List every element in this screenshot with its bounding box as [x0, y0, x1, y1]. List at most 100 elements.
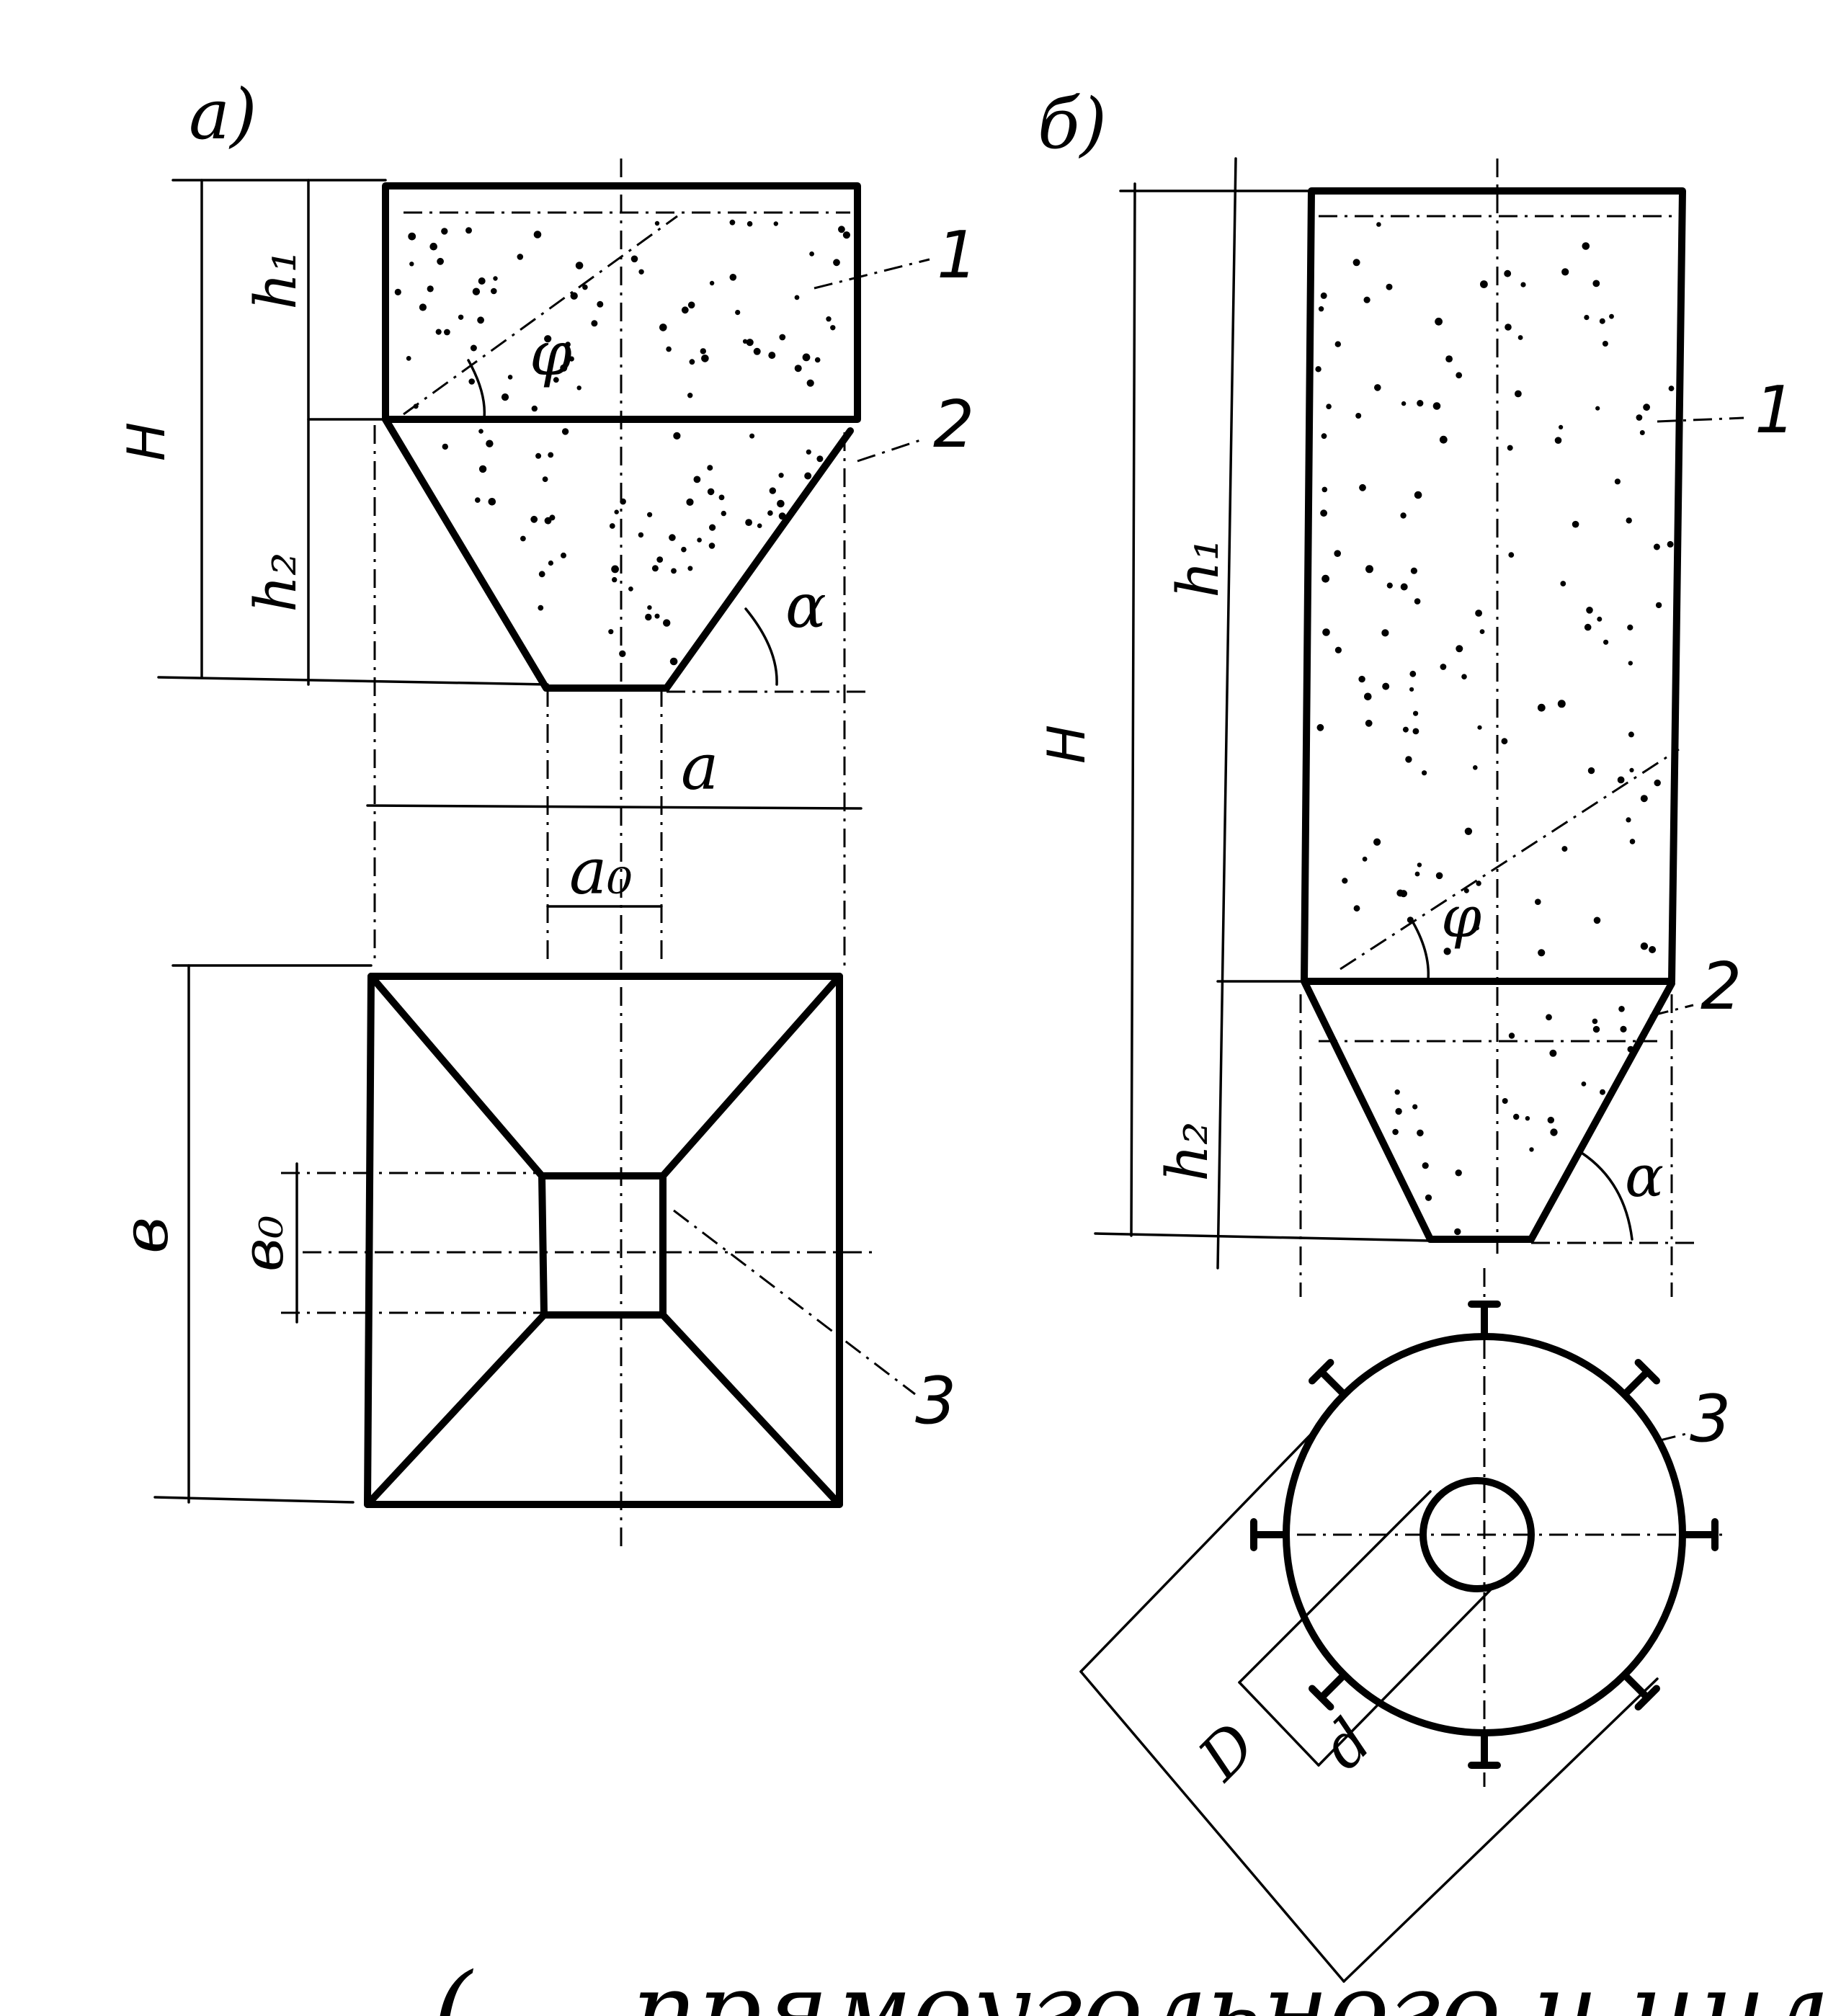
panel-b-plan: D d 3 — [1079, 1268, 1731, 1983]
callout-1-a: 1 — [937, 218, 978, 293]
stipple-dot — [1626, 517, 1632, 524]
stipple-dot — [630, 255, 638, 263]
stipple-dot — [809, 251, 814, 257]
stipple-dot — [611, 565, 619, 574]
stipple-dot — [582, 284, 588, 290]
stipple-dot — [1381, 629, 1389, 637]
stipple-dot — [1504, 269, 1512, 277]
stipple-dot — [779, 334, 786, 341]
stipple-dot — [1609, 313, 1614, 319]
plan-outlet-a — [538, 1172, 667, 1319]
stipple-dot — [681, 546, 687, 553]
callout-1-b: 1 — [1755, 373, 1796, 448]
stipple-dot — [1628, 731, 1634, 738]
stipple-dot — [1455, 1169, 1462, 1177]
stipple-dot — [413, 403, 419, 409]
stipple-dot — [1560, 581, 1566, 586]
stipple-dot — [1587, 767, 1595, 775]
stipple-dot — [619, 650, 626, 657]
label-H-b: H — [1036, 725, 1097, 764]
stipple-dot — [575, 262, 584, 269]
stipple-dot — [553, 377, 559, 383]
label-h1-b: h₁ — [1164, 538, 1231, 598]
stipple-dot — [707, 465, 713, 471]
stipple-dot — [570, 292, 578, 300]
label-b: в — [108, 1217, 182, 1254]
label-D: D — [1184, 1709, 1269, 1794]
stipple-dot — [435, 329, 442, 335]
stipple-dot — [1620, 1025, 1627, 1032]
stipple-dot — [1461, 674, 1467, 679]
stipple-dot — [427, 285, 434, 293]
stipple-dot — [1628, 661, 1633, 666]
stipple-dot — [1627, 1045, 1634, 1053]
stipple-dot — [777, 499, 785, 508]
stipple-dot — [597, 300, 604, 308]
stipple-dot — [1603, 639, 1609, 645]
stipple-dot — [458, 314, 464, 320]
stipple-dot — [1515, 390, 1522, 398]
stipple-dot — [1402, 726, 1409, 733]
stipple-dot — [1655, 602, 1662, 609]
stipple-dot — [544, 335, 552, 343]
stipple-dot — [1405, 756, 1412, 763]
stipple-dot — [1636, 414, 1643, 421]
stipple-dot — [693, 476, 701, 483]
stipple-dot — [1440, 664, 1447, 670]
stipple-dot — [441, 228, 448, 235]
stipple-dot — [1322, 628, 1330, 636]
stipple-dot — [814, 357, 821, 363]
stipple-dot — [475, 497, 481, 503]
panel-a-plan: в в₀ 3 — [108, 964, 956, 1508]
stipple-dot — [1316, 723, 1324, 731]
stipple-dot — [1614, 478, 1621, 485]
stipple-dot — [1326, 403, 1332, 409]
stipple-dot — [638, 269, 644, 275]
panel-a: а) H h₁ h₂ φ — [108, 74, 978, 1549]
label-b0: в₀ — [229, 1215, 296, 1272]
stipple-dot — [1417, 1129, 1424, 1137]
stipple-dot — [687, 393, 693, 398]
stipple-dot — [465, 227, 472, 234]
stipple-dot — [826, 316, 832, 322]
stipple-dot — [1412, 728, 1419, 735]
stipple-dot — [708, 543, 716, 549]
stipple-dot — [707, 488, 715, 496]
stipple-dot — [478, 429, 483, 434]
hopper-a — [382, 416, 854, 692]
stipple-dot — [671, 568, 677, 574]
stipple-dot — [1353, 905, 1360, 912]
stipple-dot — [620, 498, 626, 505]
stipple-dot — [1572, 520, 1579, 528]
stipple-dot — [437, 257, 444, 265]
stipple-dot — [746, 339, 754, 347]
stipple-dot — [1502, 1098, 1508, 1104]
support-foot — [1308, 1685, 1334, 1711]
stipple-dot — [548, 452, 554, 458]
stipple-dot — [742, 339, 748, 344]
stipple-dot — [609, 523, 615, 529]
stipple-dot — [576, 385, 581, 391]
stipple-dot — [1386, 582, 1393, 589]
stipple-dot — [1653, 543, 1660, 550]
stipple-dot — [1668, 385, 1675, 391]
stipple-dot — [1320, 292, 1327, 299]
stipple-dot — [1373, 838, 1381, 846]
stipple-dot — [561, 428, 569, 435]
caption-fragment: ( ... прямоугольного и цилиндрическо — [432, 1952, 1823, 2016]
stipple-dot — [1417, 400, 1424, 407]
callout-3-b: 3 — [1690, 1381, 1731, 1457]
stipple-dot — [1474, 926, 1479, 931]
stipple-dot — [493, 276, 498, 281]
stipple-dot — [1362, 856, 1368, 862]
stipple-dot — [833, 259, 840, 267]
stipple-dot — [1477, 725, 1482, 730]
stipple-dot — [478, 465, 487, 473]
panel-a-elevation: H h₁ h₂ φ α 1 2 a a₀ — [116, 159, 978, 1549]
stipple-dot — [1414, 598, 1421, 605]
material-stipple-b — [1315, 222, 1675, 1236]
stipple-dot — [468, 378, 475, 385]
stipple-dot — [1538, 949, 1546, 957]
stipple-dot — [842, 231, 850, 239]
stipple-dot — [1365, 565, 1373, 574]
